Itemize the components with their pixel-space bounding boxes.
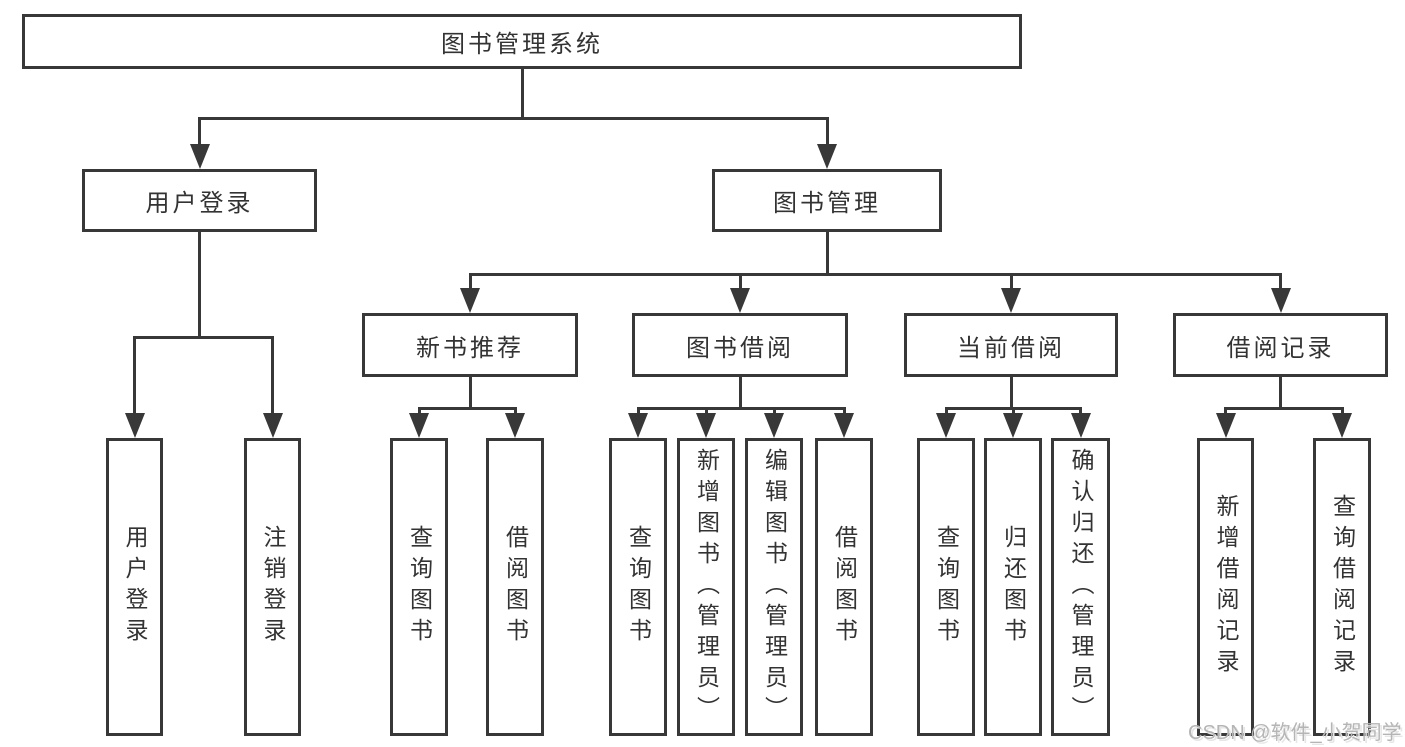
connector-stem-user-login xyxy=(198,232,201,339)
connector-shaft-borrow-records xyxy=(1279,273,1282,288)
connector-rail-book-mgmt xyxy=(468,273,1282,276)
arrowhead-leaf-user-login xyxy=(124,413,145,438)
node-leaf-cb-return-book: 归还图书 xyxy=(984,438,1042,736)
connector-shaft-book-mgmt xyxy=(825,117,829,144)
arrowhead-leaf-cb-confirm-return-admin xyxy=(1070,413,1091,438)
connector-shaft-leaf-nb-query-book xyxy=(417,407,421,413)
connector-shaft-book-borrow xyxy=(738,273,742,288)
arrowhead-new-book-rec xyxy=(460,288,480,313)
node-leaf-logout: 注销登录 xyxy=(244,438,301,736)
arrowhead-borrow-records xyxy=(1270,288,1291,313)
connector-stem-book-mgmt xyxy=(825,232,829,276)
connector-stem-new-book-rec xyxy=(468,377,472,410)
connector-stem-root xyxy=(520,69,524,120)
node-book-mgmt: 图书管理 xyxy=(712,169,942,232)
connector-shaft-leaf-cb-query-book xyxy=(944,407,948,413)
node-new-book-rec: 新书推荐 xyxy=(362,313,578,377)
node-leaf-user-login: 用户登录 xyxy=(106,438,163,736)
arrowhead-book-borrow xyxy=(730,288,750,313)
connector-shaft-new-book-rec xyxy=(468,273,472,288)
node-leaf-bb-query-book: 查询图书 xyxy=(609,438,667,736)
connector-rail-book-borrow xyxy=(636,407,846,410)
arrowhead-leaf-cb-query-book xyxy=(936,413,956,438)
connector-rail-borrow-records xyxy=(1224,407,1344,410)
connector-shaft-leaf-bb-add-book-admin xyxy=(704,407,708,413)
node-leaf-nb-borrow-book: 借阅图书 xyxy=(486,438,544,736)
arrowhead-leaf-nb-borrow-book xyxy=(505,413,525,438)
node-borrow-records: 借阅记录 xyxy=(1173,313,1388,377)
connector-shaft-current-borrow xyxy=(1009,273,1013,288)
connector-shaft-leaf-bb-query-book xyxy=(636,407,640,413)
connector-shaft-leaf-logout xyxy=(271,336,274,413)
connector-rail-root xyxy=(198,117,829,120)
node-leaf-cb-query-book: 查询图书 xyxy=(917,438,975,736)
node-leaf-bb-borrow-book: 借阅图书 xyxy=(815,438,873,736)
connector-shaft-leaf-nb-borrow-book xyxy=(513,407,517,413)
connector-shaft-leaf-cb-confirm-return-admin xyxy=(1079,407,1082,413)
arrowhead-leaf-bb-edit-book-admin xyxy=(764,413,784,438)
arrowhead-user-login xyxy=(189,144,210,169)
connector-shaft-leaf-br-query-record xyxy=(1340,407,1344,413)
arrowhead-leaf-logout xyxy=(262,413,283,438)
arrowhead-leaf-cb-return-book xyxy=(1003,413,1023,438)
node-leaf-br-add-record: 新增借阅记录 xyxy=(1197,438,1254,736)
arrowhead-leaf-bb-borrow-book xyxy=(834,413,854,438)
node-leaf-br-query-record: 查询借阅记录 xyxy=(1313,438,1371,736)
node-leaf-bb-edit-book-admin: 编辑图书（管理员） xyxy=(745,438,803,736)
node-leaf-nb-query-book: 查询图书 xyxy=(390,438,448,736)
connector-shaft-user-login xyxy=(198,117,201,144)
connector-stem-current-borrow xyxy=(1009,377,1013,410)
connector-shaft-leaf-bb-edit-book-admin xyxy=(772,407,776,413)
connector-rail-new-book-rec xyxy=(417,407,517,410)
node-current-borrow: 当前借阅 xyxy=(904,313,1118,377)
connector-shaft-leaf-bb-borrow-book xyxy=(842,407,846,413)
connector-shaft-leaf-br-add-record xyxy=(1224,407,1227,413)
arrowhead-leaf-bb-query-book xyxy=(628,413,648,438)
node-leaf-bb-add-book-admin: 新增图书（管理员） xyxy=(677,438,735,736)
connector-shaft-leaf-cb-return-book xyxy=(1011,407,1015,413)
node-root: 图书管理系统 xyxy=(22,14,1022,69)
arrowhead-leaf-nb-query-book xyxy=(409,413,429,438)
arrowhead-book-mgmt xyxy=(817,144,837,169)
connector-rail-user-login xyxy=(133,336,274,339)
node-leaf-cb-confirm-return-admin: 确认归还（管理员） xyxy=(1051,438,1110,736)
arrowhead-leaf-br-query-record xyxy=(1332,413,1352,438)
connector-stem-book-borrow xyxy=(738,377,742,410)
watermark: CSDN @软件_小贺同学 xyxy=(1188,722,1402,744)
arrowhead-current-borrow xyxy=(1001,288,1021,313)
node-user-login: 用户登录 xyxy=(82,169,317,232)
connector-shaft-leaf-user-login xyxy=(133,336,136,413)
node-book-borrow: 图书借阅 xyxy=(632,313,848,377)
connector-stem-borrow-records xyxy=(1279,377,1282,410)
arrowhead-leaf-br-add-record xyxy=(1215,413,1236,438)
arrowhead-leaf-bb-add-book-admin xyxy=(696,413,716,438)
